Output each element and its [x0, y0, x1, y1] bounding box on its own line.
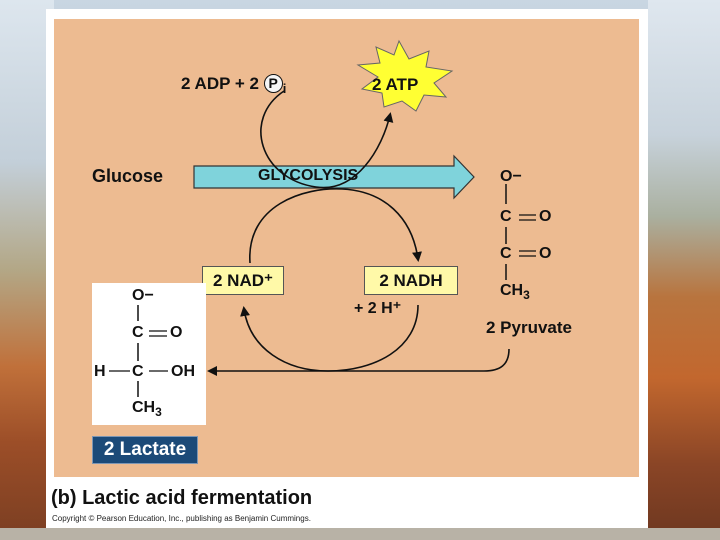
nad-box: 2 NAD⁺: [202, 266, 284, 295]
lactate-bonds: [109, 305, 168, 397]
lactate-oxygen-1: O: [170, 324, 183, 341]
pyruvate-label: 2 Pyruvate: [486, 318, 572, 337]
pyruvate-methyl: CH3: [500, 282, 530, 302]
glycolysis-label: GLYCOLYSIS: [258, 167, 359, 184]
lactate-label: 2 Lactate: [92, 436, 198, 464]
pyruvate-oxygen-2: O: [539, 245, 552, 262]
lactate-carbon-2: C: [132, 363, 144, 380]
background-scenery-left: [0, 0, 54, 540]
pyruvate-to-lactate-arrow: [207, 348, 510, 376]
phosphate-icon: P: [263, 74, 283, 93]
background-scenery-right: [648, 0, 720, 540]
diagram-graphics: [193, 39, 536, 376]
pyruvate-oxygen-1: O: [539, 208, 552, 225]
lactate-o-minus: O−: [132, 287, 154, 304]
copyright-notice: Copyright © Pearson Education, Inc., pub…: [52, 514, 311, 523]
nad-reduction-arrow: [249, 188, 422, 264]
lactate-hydrogen: H: [94, 363, 106, 380]
h-plus-label: + 2 H⁺: [354, 300, 402, 317]
glycolysis-arrow: [193, 154, 475, 200]
atp-formation-arrow: [260, 90, 394, 189]
lactate-hydroxyl: OH: [171, 363, 195, 380]
lactate-methyl: CH3: [132, 399, 162, 419]
pyruvate-carbon-2: C: [500, 245, 512, 262]
figure-caption: (b) Lactic acid fermentation: [51, 487, 313, 509]
atp-burst-shape: [356, 39, 454, 112]
background-bottom-strip: [0, 528, 720, 540]
lactate-carbon-1: C: [132, 324, 144, 341]
lactate-structure-box: O− C O H C OH CH3: [92, 283, 206, 425]
nadh-box: 2 NADH: [364, 266, 458, 295]
glucose-label: Glucose: [92, 166, 164, 186]
atp-label: 2 ATP: [372, 75, 419, 94]
pyruvate-o-minus: O−: [500, 168, 522, 185]
pyruvate-carbon-1: C: [500, 208, 512, 225]
